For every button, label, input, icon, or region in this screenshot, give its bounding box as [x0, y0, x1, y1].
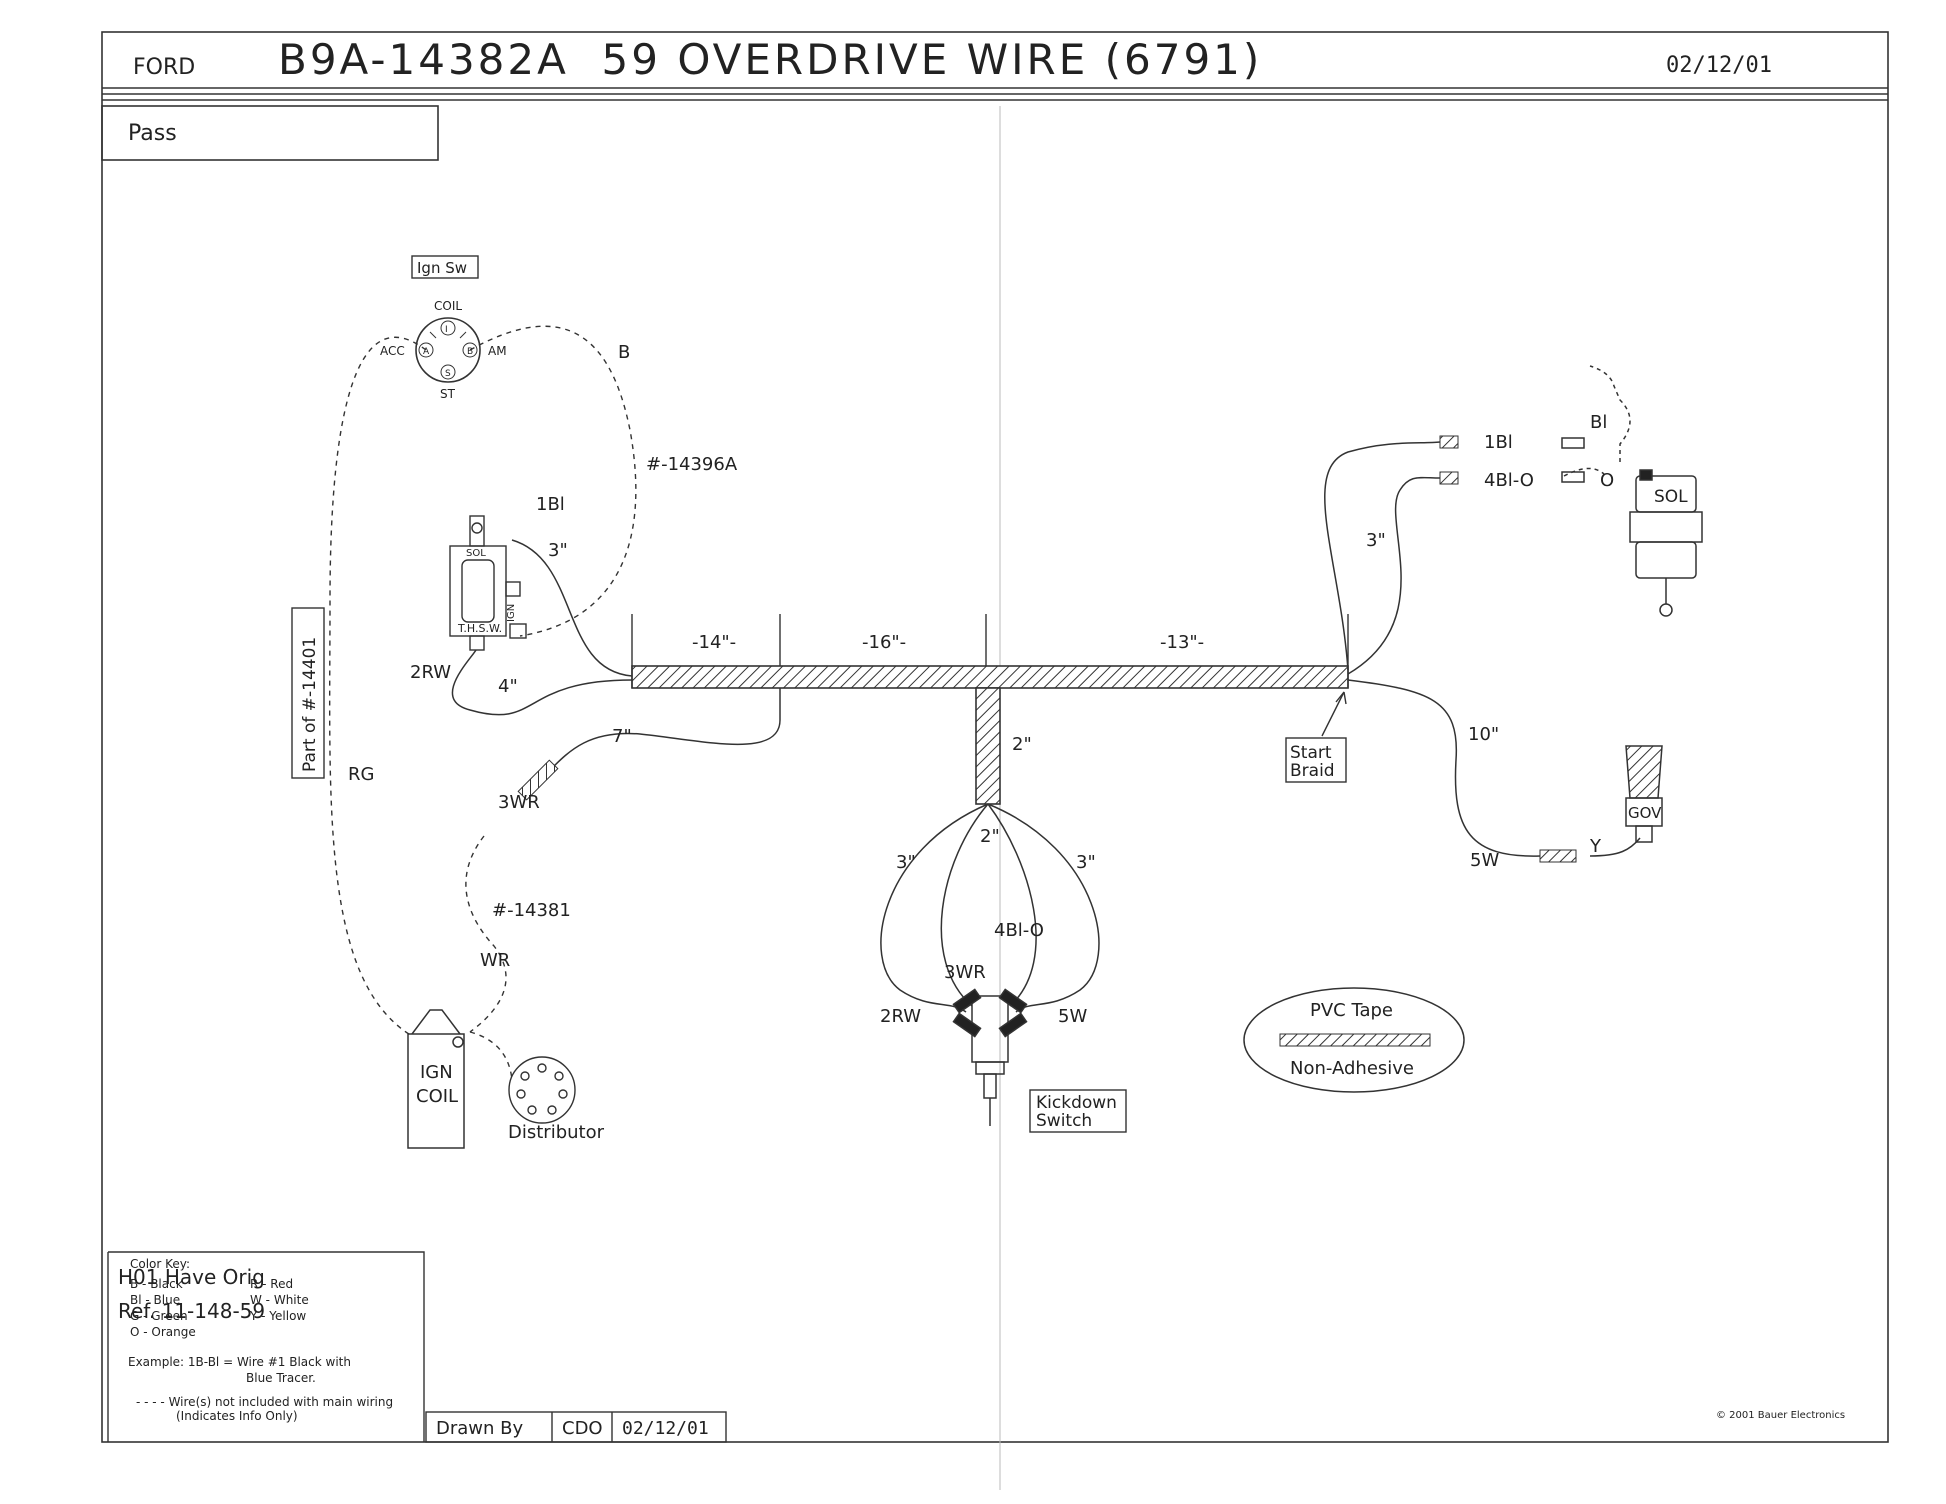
start-braid-line2: Braid: [1290, 761, 1335, 781]
connector-1bl: [1439, 435, 1459, 449]
harness-trunk: [631, 614, 1349, 805]
fan-length-2in: 2": [980, 826, 1000, 847]
title-block: [425, 1411, 727, 1443]
left-wires: [451, 539, 781, 771]
right-wires: [1324, 441, 1641, 857]
color-key-box: [107, 1251, 425, 1442]
kickdown-label-box: [1029, 1089, 1127, 1133]
wire-2rw-mid: 2RW: [880, 1006, 921, 1027]
pvc-tape-label: PVC Tape: [1310, 1000, 1393, 1021]
header-date: 02/12/01: [1666, 53, 1772, 78]
wire-y-label: Y: [1589, 836, 1602, 857]
drawn-by-value: CDO: [562, 1418, 603, 1439]
part-14381: #-14381: [492, 900, 571, 921]
throttle-ign-label: IGN: [506, 604, 517, 622]
start-braid-pointer: [1285, 691, 1347, 783]
throttle-switch-label: T.H.S.W.: [457, 622, 502, 635]
color-key-yellow: Y - Yellow: [249, 1309, 306, 1323]
kickdown-label-line2: Switch: [1036, 1111, 1092, 1131]
length-4in: 4": [498, 676, 518, 697]
color-key-blue: Bl - Blue: [130, 1293, 180, 1307]
color-key-example-2: Blue Tracer.: [246, 1371, 316, 1385]
fan-length-3in-left: 3": [896, 852, 916, 873]
ign-coil-line1: IGN: [420, 1062, 453, 1083]
right-length-3in: 3": [1366, 530, 1386, 551]
wire-wr-label: WR: [480, 950, 510, 971]
color-key-handwritten-2: Ref. 11-148-59: [118, 1299, 265, 1323]
distributor-cap: [508, 1056, 576, 1124]
length-7in: 7": [612, 726, 632, 747]
ignition-switch: [411, 255, 481, 383]
copyright-note: © 2001 Bauer Electronics: [1716, 1410, 1845, 1421]
color-key-dashed-note-1: - - - - Wire(s) not included with main w…: [136, 1395, 393, 1409]
color-key-title: Color Key:: [130, 1257, 190, 1271]
side-label: Pass: [128, 121, 177, 146]
drop-2in: 2": [1012, 734, 1032, 755]
sol-wire-bl: Bl: [1590, 412, 1607, 433]
throttle-sol-label: SOL: [466, 548, 486, 559]
connector-3wr-left: [517, 759, 559, 801]
ign-terminal-coil: COIL: [434, 299, 462, 313]
wire-1bl-left: 1Bl: [536, 494, 565, 515]
color-key-handwritten-1: H01 Have Orig: [118, 1265, 265, 1289]
segment-13in: -13"-: [1160, 632, 1204, 653]
color-key-green: G - Green: [130, 1309, 188, 1323]
kickdown-wires: [880, 803, 1100, 1013]
length-10in: 10": [1468, 724, 1499, 745]
drawing-title: B9A-14382A 59 OVERDRIVE WIRE (6791): [278, 35, 1262, 84]
fan-length-3in-right: 3": [1076, 852, 1096, 873]
color-key-dashed-note-2: (Indicates Info Only): [176, 1409, 298, 1423]
ignition-coil: [407, 1009, 465, 1149]
part-of-14401-label: Part of #-14401: [300, 637, 320, 772]
ign-pin-b: B: [467, 347, 473, 357]
drawn-by-label: Drawn By: [436, 1418, 523, 1439]
ths-length-3in: 3": [548, 540, 568, 561]
ign-terminal-st: ST: [440, 387, 456, 401]
pvc-tape-legend: [1243, 987, 1465, 1093]
ign-coil-line2: COIL: [416, 1086, 458, 1107]
wire-4bl-o-right: 4Bl-O: [1484, 470, 1534, 491]
color-key-red: R - Red: [250, 1277, 293, 1291]
color-key-example-1: Example: 1B-Bl = Wire #1 Black with: [128, 1355, 351, 1369]
ign-pin-s: S: [445, 369, 451, 379]
connector-4bl-o: [1439, 471, 1459, 485]
segment-14in: -14"-: [692, 632, 736, 653]
sol-wire-o: O: [1600, 470, 1614, 491]
throttle-switch: [449, 515, 527, 651]
distributor-label: Distributor: [508, 1122, 605, 1143]
wire-5w-right: 5W: [1470, 850, 1499, 871]
wire-rg-label: RG: [348, 764, 374, 785]
wire-2rw-left: 2RW: [410, 662, 451, 683]
ign-switch-label: Ign Sw: [417, 259, 467, 277]
wire-4bl-o-mid: 4Bl-O: [994, 920, 1044, 941]
kickdown-switch: [952, 988, 1028, 1126]
wire-b-label: B: [618, 342, 630, 363]
color-key-black: B - Black: [130, 1277, 183, 1291]
wire-5w-mid: 5W: [1058, 1006, 1087, 1027]
solenoid: [1561, 365, 1703, 617]
gov-label: GOV: [1628, 804, 1662, 822]
part-14396a: #-14396A: [646, 454, 738, 475]
ign-terminal-am: AM: [488, 344, 507, 358]
ign-pin-a: A: [423, 347, 430, 357]
dashed-wires: [328, 325, 637, 1081]
color-key-white: W - White: [250, 1293, 309, 1307]
start-braid-line1: Start: [1290, 743, 1332, 763]
part-of-14401-box: [291, 607, 325, 779]
wire-3wr-mid: 3WR: [944, 962, 986, 983]
ign-terminal-acc: ACC: [380, 344, 405, 358]
segment-16in: -16"-: [862, 632, 906, 653]
ign-pin-i: I: [445, 325, 448, 335]
connector-5w: [1539, 849, 1577, 863]
non-adhesive-label: Non-Adhesive: [1290, 1058, 1414, 1079]
kickdown-label-line1: Kickdown: [1036, 1093, 1117, 1113]
wire-1bl-right: 1Bl: [1484, 432, 1513, 453]
make-label: FORD: [133, 55, 195, 80]
sol-label: SOL: [1654, 487, 1688, 507]
wire-3wr-left: 3WR: [498, 792, 540, 813]
title-block-date: 02/12/01: [622, 1418, 709, 1439]
color-key-orange: O - Orange: [130, 1325, 196, 1339]
governor: [1625, 745, 1663, 843]
